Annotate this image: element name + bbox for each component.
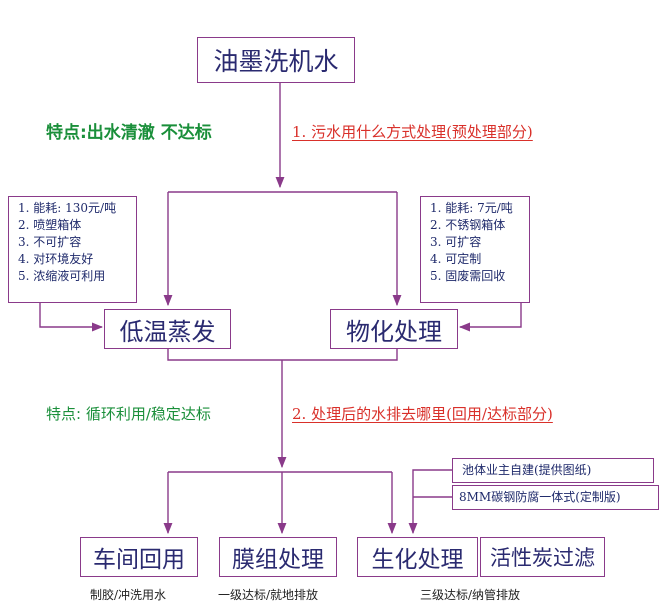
biochemical-treatment-box: 生化处理 (357, 537, 478, 577)
feature-2-text: 特点: 循环利用/稳定达标 (46, 405, 211, 423)
question-2-text: 2. 处理后的水排去哪里(回用/达标部分) (292, 405, 553, 423)
biochemical-caption: 三级达标/纳管排放 (420, 588, 521, 602)
list-item: 5. 固废需回收 (430, 269, 506, 283)
membrane-caption: 一级达标/就地排放 (218, 588, 319, 602)
title-box: 油墨洗机水 (197, 37, 355, 83)
list-item: 4. 对环境友好 (18, 252, 94, 266)
physchem-notes: 1. 能耗: 7元/吨 2. 不锈钢箱体 3. 可扩容 4. 可定制 5. 固废… (420, 196, 530, 303)
activated-carbon-box: 活性炭过滤 (480, 537, 605, 577)
biochemical-treatment-label: 生化处理 (371, 547, 464, 573)
physchem-treatment-label: 物化处理 (346, 317, 442, 346)
connector-bio-options (408, 469, 452, 535)
list-item: 2. 不锈钢箱体 (430, 218, 506, 232)
list-item: 1. 能耗: 130元/吨 (18, 201, 117, 215)
bio-option-label: 池体业主自建(提供图纸) (462, 463, 592, 477)
list-item: 2. 喷塑箱体 (18, 218, 82, 232)
list-item: 4. 可定制 (430, 252, 482, 266)
activated-carbon-label: 活性炭过滤 (490, 546, 595, 570)
question-1-text: 1. 污水用什么方式处理(预处理部分) (292, 123, 533, 141)
connector-evap-merge (167, 349, 282, 361)
connector-notes-right (458, 303, 522, 332)
bio-option-1: 池体业主自建(提供图纸) (452, 458, 654, 483)
bio-option-2: 8MM碳钢防腐一体式(定制版) (452, 485, 659, 510)
list-item: 3. 不可扩容 (18, 235, 82, 249)
bio-option-label: 8MM碳钢防腐一体式(定制版) (459, 490, 621, 504)
feature-1-text: 特点:出水清澈 不达标 (46, 123, 212, 143)
workshop-reuse-caption: 制胶/冲洗用水 (90, 588, 167, 602)
connector-physchem-merge (282, 349, 398, 361)
low-temp-evaporation-label: 低温蒸发 (119, 317, 216, 346)
connector-notes-left (39, 303, 104, 332)
membrane-treatment-label: 膜组处理 (232, 547, 324, 573)
low-temp-evaporation-box: 低温蒸发 (104, 309, 231, 349)
title-label: 油墨洗机水 (213, 47, 339, 76)
list-item: 3. 可扩容 (430, 235, 482, 249)
list-item: 1. 能耗: 7元/吨 (430, 201, 513, 215)
workshop-reuse-box: 车间回用 (80, 537, 198, 577)
evaporation-notes: 1. 能耗: 130元/吨 2. 喷塑箱体 3. 不可扩容 4. 对环境友好 5… (8, 196, 137, 303)
membrane-treatment-box: 膜组处理 (219, 537, 337, 577)
physchem-treatment-box: 物化处理 (330, 309, 458, 349)
workshop-reuse-label: 车间回用 (93, 547, 185, 573)
list-item: 5. 浓缩液可利用 (18, 269, 106, 283)
